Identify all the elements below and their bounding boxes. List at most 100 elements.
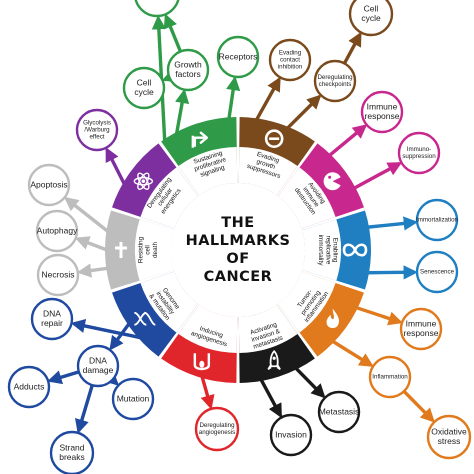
node-label: contact	[280, 57, 300, 64]
node-inflammation: Inflammation	[368, 355, 412, 399]
connector-arrow	[109, 322, 131, 351]
connector-arrow	[70, 318, 141, 340]
node-label: suppression	[402, 153, 436, 160]
center-title: THE HALLMARKS OF CANCER	[171, 183, 305, 317]
node-circle	[122, 66, 166, 110]
node-label: stress	[438, 436, 461, 446]
connector-arrow	[352, 162, 403, 190]
node-label: checkpoints	[319, 81, 352, 88]
node-label: Cell	[137, 78, 152, 88]
node-circle	[30, 297, 74, 341]
segment-label-band	[278, 167, 336, 229]
node-circle	[27, 163, 71, 207]
node-circle	[7, 365, 51, 409]
segment-label-band	[178, 147, 238, 196]
node-label: Apoptosis	[30, 179, 67, 189]
node-signaling: Signaling	[134, 0, 180, 18]
connector-arrows	[47, 13, 435, 434]
cross-icon	[115, 242, 127, 258]
hallmark-label-line: immortality	[317, 235, 324, 267]
node-circle	[134, 0, 180, 18]
node-label: response	[404, 328, 439, 338]
hallmark-label-line: Enabling	[332, 238, 339, 263]
title-line-3: OF	[226, 251, 249, 267]
dna-icon	[134, 311, 156, 326]
node-label: Strand	[59, 443, 84, 453]
hallmark-ring: SustainingproliferativesignalingEvadingg…	[105, 117, 372, 383]
node-label: Invasion	[275, 429, 307, 439]
node-apoptosis: Apoptosis	[27, 163, 71, 207]
connector-arrow	[294, 366, 326, 399]
node-label: angiogenesis	[199, 429, 235, 436]
node-circle	[397, 131, 441, 175]
node-circle	[36, 253, 80, 297]
node-circle	[194, 406, 240, 452]
node-label: inhibition	[278, 64, 303, 71]
node-label: cycle	[361, 13, 381, 23]
node-circle	[368, 355, 412, 399]
node-circle	[268, 38, 312, 82]
node-label: Mutation	[117, 393, 150, 403]
node-circle	[317, 390, 361, 434]
node-circle	[348, 0, 394, 37]
connector-arrow	[226, 75, 241, 120]
connector-arrow	[74, 236, 108, 252]
node-circle	[415, 198, 459, 242]
segment-label-band	[178, 304, 238, 353]
connector-arrow	[285, 94, 322, 130]
node-circle	[76, 344, 120, 388]
connector-arrow	[327, 124, 368, 158]
hallmark-label-line: Resisting	[137, 236, 144, 263]
connector-arrow	[174, 88, 190, 135]
connector-arrow	[259, 378, 283, 419]
node-label: damage	[83, 365, 114, 375]
node-circle	[360, 90, 404, 134]
connector-arrow	[64, 196, 110, 234]
node-circle	[216, 35, 260, 79]
title-line-2: HALLMARKS	[186, 233, 291, 249]
connector-arrow	[254, 76, 281, 122]
node-circle	[415, 250, 459, 294]
node-receptors: Receptors	[216, 35, 260, 79]
vessel-icon	[193, 353, 211, 371]
node-label: DNA	[89, 356, 107, 366]
node-circle	[313, 59, 357, 103]
segment-label-band	[238, 304, 298, 353]
node-circle	[426, 414, 472, 460]
title-line-4: CANCER	[204, 269, 273, 285]
node-label: Inflammation	[372, 374, 408, 381]
node-label: breaks	[59, 452, 85, 462]
no-sign-icon	[264, 129, 284, 149]
flame-icon	[326, 308, 340, 329]
node-label: Cell	[364, 4, 379, 14]
center-circle	[171, 183, 305, 317]
node-mutation: Mutation	[111, 377, 155, 421]
node-label: Metastasis	[319, 406, 360, 416]
node-autophagy: Autophagy	[35, 209, 79, 253]
node-necrosis: Necrosis	[36, 253, 80, 297]
node-label: response	[365, 111, 400, 121]
node-immortalization: Immortalization	[415, 198, 459, 242]
node-label: Immune	[367, 102, 398, 112]
node-label: Oxidative	[431, 427, 467, 437]
segment-label-band	[134, 219, 175, 281]
connector-arrow	[331, 339, 374, 367]
node-circle	[399, 307, 443, 351]
node-label: Receptors	[219, 51, 258, 61]
node-circle	[111, 377, 155, 421]
node-label: effect	[89, 134, 104, 141]
rocket-icon	[267, 349, 281, 370]
node-invasion: Invasion	[269, 413, 313, 457]
connector-arrow	[76, 263, 109, 278]
